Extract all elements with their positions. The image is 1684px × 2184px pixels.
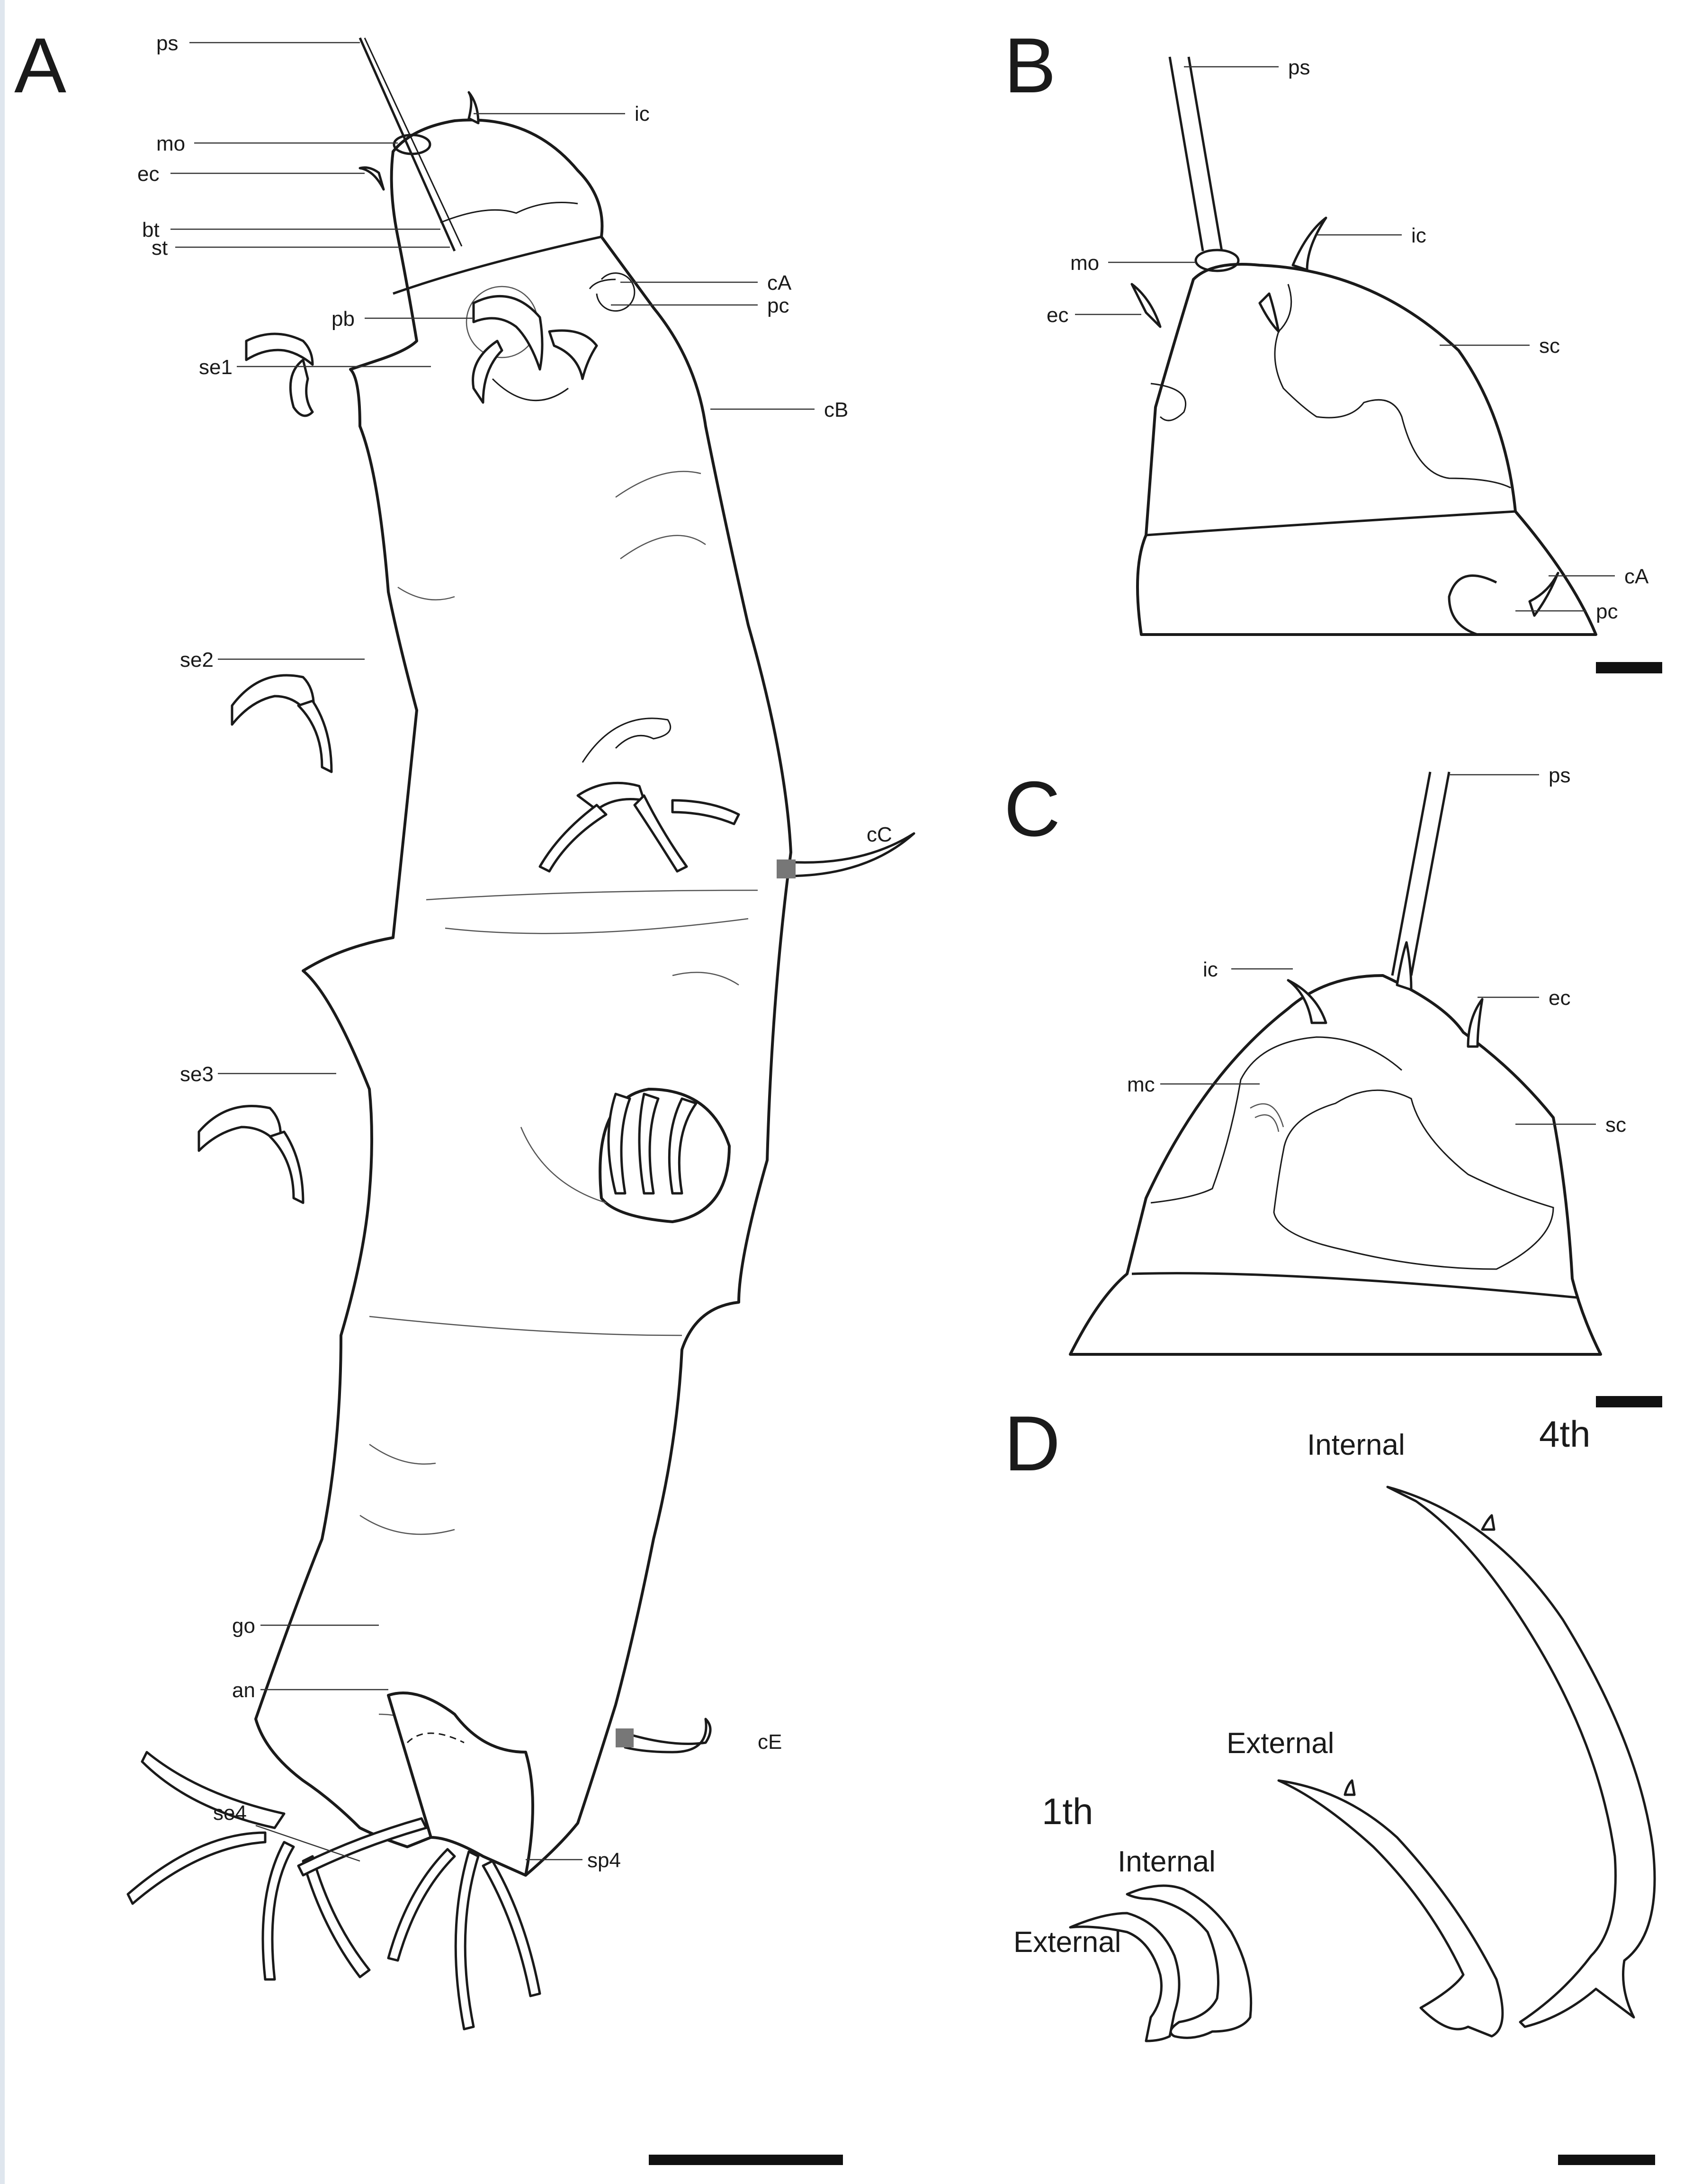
panel-b-ca bbox=[1528, 572, 1559, 617]
head-segment-line bbox=[393, 235, 602, 295]
panel-a-letter: A bbox=[14, 22, 66, 109]
ce-cirrus bbox=[624, 1718, 712, 1754]
label-b-sc: sc bbox=[1539, 334, 1560, 358]
leg-3-claws bbox=[197, 1088, 731, 1223]
ec-cirrus bbox=[358, 166, 385, 191]
label-se1: se1 bbox=[199, 356, 233, 379]
label-pb: pb bbox=[331, 307, 355, 331]
label-b-ps: ps bbox=[1288, 56, 1310, 79]
leg-4-dashed bbox=[406, 1732, 465, 1744]
panel-b-cephalic-line bbox=[1274, 284, 1511, 489]
label-sp4: sp4 bbox=[587, 1849, 621, 1872]
label-se3: se3 bbox=[180, 1063, 214, 1086]
label-cc: cC bbox=[867, 823, 892, 846]
label-d-1th: 1th bbox=[1042, 1790, 1093, 1832]
label-se4: se4 bbox=[213, 1801, 247, 1825]
panel-a-labels: ps ic mo ec bt st cA pc pb se1 cB se2 cC bbox=[137, 32, 892, 1872]
panel-b-pc bbox=[1448, 574, 1497, 636]
panel-b-segment bbox=[1146, 510, 1516, 537]
leg-4-claws bbox=[126, 1751, 541, 2031]
panel-d-letter: D bbox=[1004, 1400, 1060, 1487]
cephalic-plate-line bbox=[440, 202, 578, 224]
placoid-stylet bbox=[358, 37, 456, 252]
panel-c: C ps ic ec mc sc bbox=[1004, 764, 1662, 1407]
label-b-mo: mo bbox=[1070, 251, 1099, 275]
panel-d-labels: Internal 4th External 1th Internal Exter… bbox=[1013, 1413, 1590, 1959]
panel-a: A bbox=[14, 22, 915, 2165]
claw-1th-internal bbox=[1126, 1884, 1253, 2039]
leg-1-claws bbox=[245, 295, 598, 417]
label-d-internal-4th: Internal bbox=[1307, 1429, 1405, 1461]
panel-a-scale-bar bbox=[649, 2155, 843, 2165]
label-ca: cA bbox=[767, 271, 792, 295]
panel-b-ec bbox=[1130, 283, 1162, 328]
label-ic: ic bbox=[635, 102, 650, 125]
panel-c-head bbox=[1069, 974, 1602, 1356]
claw-4th-internal bbox=[1386, 1486, 1656, 2028]
label-d-4th: 4th bbox=[1539, 1413, 1590, 1455]
label-b-ic: ic bbox=[1411, 224, 1426, 247]
ce-base bbox=[616, 1728, 634, 1747]
ic-cirrus bbox=[467, 91, 480, 125]
panel-c-stylet bbox=[1391, 771, 1432, 976]
label-pc: pc bbox=[767, 294, 789, 317]
label-c-ps: ps bbox=[1549, 764, 1570, 787]
panel-d-scale-bar bbox=[1558, 2155, 1655, 2165]
label-b-pc: pc bbox=[1596, 600, 1618, 623]
label-b-ec: ec bbox=[1047, 304, 1068, 327]
label-ec: ec bbox=[137, 162, 159, 186]
page-edge-rule bbox=[0, 0, 5, 2184]
label-c-ec: ec bbox=[1549, 986, 1570, 1010]
label-mo: mo bbox=[156, 132, 185, 155]
ca-papilla bbox=[589, 272, 636, 312]
panel-b-letter: B bbox=[1004, 22, 1056, 109]
stylet-inner bbox=[364, 37, 463, 247]
claw-1th-external bbox=[1069, 1912, 1181, 2042]
panel-c-ic bbox=[1287, 979, 1327, 1024]
panel-c-cephalic-plate bbox=[1273, 1089, 1554, 1270]
cc-cirrus bbox=[785, 832, 915, 877]
label-c-ic: ic bbox=[1203, 958, 1218, 981]
label-an: an bbox=[232, 1679, 255, 1702]
label-d-internal-1th: Internal bbox=[1118, 1845, 1216, 1878]
leg-4 bbox=[387, 1692, 534, 1877]
label-bt: bt bbox=[142, 218, 160, 242]
label-cb: cB bbox=[824, 398, 848, 421]
panel-c-mc bbox=[1250, 1103, 1284, 1132]
panel-d: D Internal 4th External 1th Internal Ext… bbox=[1004, 1400, 1656, 2165]
label-c-mc: mc bbox=[1127, 1073, 1155, 1096]
label-go: go bbox=[232, 1614, 255, 1638]
cc-base bbox=[777, 859, 796, 878]
panel-b-papilla bbox=[1150, 383, 1187, 421]
panel-b-head bbox=[1136, 263, 1597, 636]
mouth-opening bbox=[393, 134, 431, 155]
label-d-external-1th: External bbox=[1013, 1926, 1121, 1959]
panel-c-ec bbox=[1467, 998, 1484, 1048]
label-st: st bbox=[152, 236, 168, 260]
panel-b-mouth bbox=[1194, 249, 1240, 272]
panel-c-scale-bar bbox=[1596, 1396, 1662, 1407]
label-ps: ps bbox=[156, 32, 178, 55]
panel-b-stylet bbox=[1168, 56, 1204, 251]
panel-c-letter: C bbox=[1004, 765, 1060, 852]
panel-c-segment bbox=[1131, 1272, 1577, 1299]
claw-4th-external bbox=[1277, 1779, 1504, 2038]
panel-c-labels: ps ic ec mc sc bbox=[1127, 764, 1626, 1137]
label-se2: se2 bbox=[180, 648, 214, 671]
label-ce: cE bbox=[758, 1730, 782, 1754]
panel-b-scale-bar bbox=[1596, 662, 1662, 673]
label-c-sc: sc bbox=[1605, 1113, 1626, 1137]
panel-b-ic bbox=[1291, 216, 1327, 271]
panel-b-labels: ps ic mo ec sc cA pc bbox=[1047, 56, 1649, 623]
panel-c-line-1 bbox=[1150, 1036, 1402, 1204]
cuticle-folds bbox=[359, 471, 758, 1734]
panel-a-body-outline bbox=[254, 118, 792, 1877]
label-b-ca: cA bbox=[1624, 565, 1649, 588]
label-d-external-4th: External bbox=[1227, 1727, 1334, 1760]
panel-b: B ps ic mo ec sc cA pc bbox=[1004, 22, 1662, 673]
leg-2-claws bbox=[231, 674, 740, 873]
